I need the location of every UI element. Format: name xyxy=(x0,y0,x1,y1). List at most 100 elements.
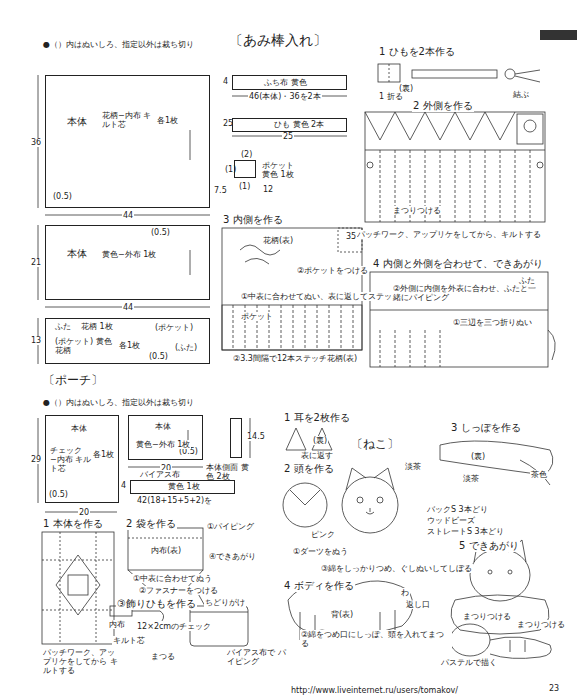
pattern-piece: 本体チェック−内布 キルト芯各1枚 xyxy=(45,415,119,503)
label: ①三辺を三つ折りぬい xyxy=(452,318,533,327)
piece-text: 本体側面 黄色 2枚 xyxy=(205,463,257,481)
label: 20 xyxy=(78,508,90,517)
label: (裏) xyxy=(312,436,328,445)
label: ②ポケットをつける xyxy=(296,266,369,275)
drawing-path xyxy=(233,305,353,350)
label: 2 頭を作る xyxy=(283,463,335,475)
label: 内布 xyxy=(108,620,126,629)
piece-text: (ポケット) xyxy=(154,323,194,332)
label: (0.5) xyxy=(148,352,169,361)
label: 茶色 xyxy=(530,470,548,479)
label: 35 xyxy=(345,232,357,241)
drawing-path xyxy=(290,490,320,505)
piece-text: 黄色−外布 1枚 xyxy=(135,440,191,449)
drawing-circle xyxy=(508,570,512,574)
drawing-ellipse xyxy=(470,549,530,601)
label: ①中表に合わせてぬい、表に返してステッチ xyxy=(240,292,401,301)
label: (1) xyxy=(238,182,251,191)
drawing-rect xyxy=(517,114,543,144)
label: 淡茶 xyxy=(404,462,422,471)
label: まつりつける xyxy=(516,620,566,629)
drawing-path xyxy=(346,468,394,490)
label: 〔ねこ〕 xyxy=(350,438,400,452)
label: 3 しっぽを作る xyxy=(450,422,522,434)
label: ②外側に内側を外表に合わせ、ふたと一緒にパイピング xyxy=(392,284,544,302)
drawing-path xyxy=(380,150,530,222)
label: ②綿をつめ口にしっぽ、頭を入れてまつる xyxy=(300,630,452,648)
label: ●（）内はぬいしろ、指定以外は裁ち切り xyxy=(42,40,195,49)
label: 42(18+15+5+2)を xyxy=(136,496,213,505)
label: まつりつける xyxy=(392,206,442,215)
label: 4 xyxy=(120,481,127,490)
label: 内布(表) xyxy=(150,546,182,555)
label: (0.5) xyxy=(48,490,69,499)
drawing-rect xyxy=(222,228,362,350)
label: ●（）内はぬいしろ、指定以外は裁ち切り xyxy=(42,398,195,407)
drawing-g xyxy=(38,30,577,658)
piece-text: 黄色−外布 1枚 xyxy=(101,250,157,259)
label: (1) xyxy=(224,165,237,174)
label: 〔ポーチ〕 xyxy=(42,374,104,388)
label: 12 xyxy=(262,185,274,194)
piece-text: 本体 xyxy=(66,116,88,128)
label: 4 xyxy=(222,77,229,86)
label: ④できあがり xyxy=(208,552,257,561)
label: 25 xyxy=(282,132,294,141)
label: ポケット xyxy=(240,312,274,321)
drawing-circle xyxy=(377,497,383,503)
drawing-circle xyxy=(524,120,536,132)
label: ピンク xyxy=(310,530,336,539)
label: 36 xyxy=(30,138,42,147)
label: まつりつける xyxy=(462,612,512,621)
drawing-rect xyxy=(370,272,548,367)
label: (2) xyxy=(240,150,253,159)
drawing-path xyxy=(520,460,550,485)
label: 花柄(表) xyxy=(262,236,294,245)
drawing-circle xyxy=(537,162,543,168)
label: バイアス布で パイピング xyxy=(226,648,288,666)
piece-text: (ポケット) 黄色 花柄 xyxy=(54,337,116,355)
label: (裏) xyxy=(470,452,486,461)
drawing-rect xyxy=(378,64,400,82)
drawing-line xyxy=(515,76,540,82)
drawing-path xyxy=(490,637,551,659)
drawing-path xyxy=(365,112,515,140)
drawing-path xyxy=(366,508,374,514)
piece-text: ふち布 黄色 xyxy=(263,78,308,87)
drawing-path xyxy=(548,330,555,360)
label: 2 袋を作る xyxy=(125,518,177,530)
drawing-circle xyxy=(367,162,373,168)
label: 2 外側を作る xyxy=(412,100,474,112)
piece-text: ふた xyxy=(54,322,72,331)
piece-text: ひも 黄色 2本 xyxy=(273,120,325,129)
label: 4 ボディを作る xyxy=(283,580,355,592)
drawing-path xyxy=(380,330,440,367)
label: 3 内側を作る xyxy=(222,214,284,226)
piece-text: 黄色 1枚 xyxy=(167,482,201,491)
piece-text: 各1枚 xyxy=(92,450,115,459)
label: 1 折る xyxy=(378,92,404,101)
label: 5 できあがり xyxy=(458,540,520,552)
label: パッチワーク、アップリケをしてから キルトする xyxy=(42,648,119,676)
piece-text: 本体 xyxy=(70,424,88,433)
label: パステルで描く xyxy=(440,658,498,667)
title: 〔あみ棒入れ〕 xyxy=(228,32,328,48)
label: 1 ひもを2本作る xyxy=(378,46,456,58)
drawing-circle xyxy=(505,69,515,79)
drawing-rect xyxy=(42,532,114,644)
drawing-path xyxy=(240,245,280,264)
piece-text: 黄色 1枚 xyxy=(261,170,295,179)
drawing-path xyxy=(286,428,332,450)
pattern-piece: 本体黄色−外布 1枚 xyxy=(45,225,210,300)
label: 返し口 xyxy=(405,600,431,609)
label: ③綿をしっかりつめ、ぐしぬいしてしぼる xyxy=(320,564,473,573)
label: ①中表に合わせてぬう xyxy=(132,574,213,583)
label: ウッドビーズ xyxy=(426,516,476,525)
piece-text: 花柄−内布 キルト芯 xyxy=(101,111,158,129)
label: 7.5 xyxy=(213,186,228,195)
label: パッチワーク、アップリケをしてから、キルトする xyxy=(356,230,542,239)
piece-text: ポケット xyxy=(261,161,295,170)
drawing-circle xyxy=(283,483,327,527)
drawing-line xyxy=(389,64,390,82)
